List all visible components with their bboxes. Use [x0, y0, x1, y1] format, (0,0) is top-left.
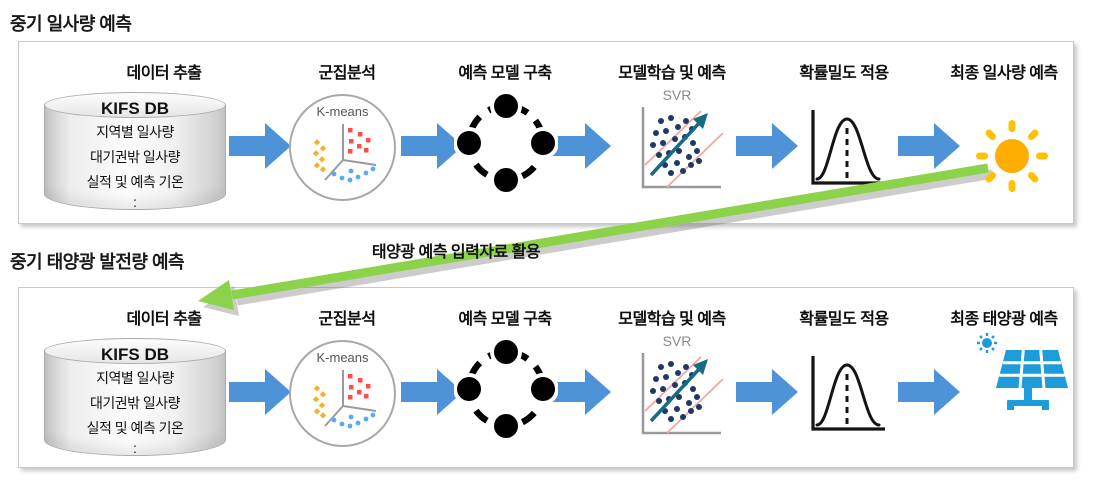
flow-arrow-icon	[736, 369, 798, 415]
step-label-probability: 확률밀도 적용	[799, 311, 889, 328]
database-cylinder: KIFS DB 지역별 일사량 대기권밖 일사량 실적 및 예측 기온 :	[44, 338, 226, 456]
svr-scatter-icon	[641, 107, 724, 189]
probability-density-icon	[811, 110, 885, 185]
database-item-ellipsis: :	[133, 440, 137, 456]
flow-arrow-icon	[229, 123, 291, 169]
model-cycle-icon	[454, 91, 558, 195]
step-label-clustering: 군집분석	[318, 311, 376, 328]
top-section-box: 데이터 추출 군집분석 예측 모델 구축 모델학습 및 예측 확률밀도 적용 최…	[18, 41, 1074, 224]
flow-arrow-icon	[229, 369, 291, 415]
step-label-clustering: 군집분석	[318, 65, 376, 82]
step-label-probability: 확률밀도 적용	[799, 65, 889, 82]
database-item: 지역별 일사량	[96, 124, 174, 140]
step-label-model-build: 예측 모델 구축	[458, 65, 552, 82]
feedback-caption: 태양광 예측 입력자료 활용	[371, 244, 541, 261]
database-item: 대기권밖 일사량	[89, 395, 181, 411]
flow-arrow-icon	[549, 369, 611, 415]
database-cylinder: KIFS DB 지역별 일사량 대기권밖 일사량 실적 및 예측 기온 :	[44, 92, 226, 210]
flow-arrow-icon	[549, 123, 611, 169]
flow-arrow-icon	[736, 123, 798, 169]
flow-arrow-icon	[401, 369, 463, 415]
svr-scatter-icon	[641, 353, 724, 435]
scatter-plot-icon	[312, 370, 376, 429]
step-label-final: 최종 일사량 예측	[950, 65, 1058, 82]
database-item: 지역별 일사량	[96, 370, 174, 386]
sun-icon	[976, 120, 1048, 192]
kmeans-cluster-icon: K-means	[289, 340, 396, 447]
scatter-plot-icon	[312, 124, 376, 183]
database-cylinder-top	[44, 338, 226, 364]
flow-arrow-icon	[401, 123, 463, 169]
step-label-final: 최종 태양광 예측	[950, 311, 1058, 328]
step-label-train-predict: 모델학습 및 예측	[618, 311, 726, 328]
kmeans-cluster-icon: K-means	[289, 94, 396, 201]
step-label-train-predict: 모델학습 및 예측	[618, 65, 726, 82]
database-item: 실적 및 예측 기온	[86, 174, 184, 190]
bottom-section-box: 데이터 추출 군집분석 예측 모델 구축 모델학습 및 예측 확률밀도 적용 최…	[18, 287, 1074, 468]
flow-arrow-icon	[898, 123, 960, 169]
solar-panel-icon	[977, 333, 1068, 410]
database-name: KIFS DB	[101, 99, 169, 118]
svr-label: SVR	[662, 87, 692, 103]
svr-training-icon: SVR	[631, 333, 724, 437]
kmeans-label: K-means	[316, 104, 369, 119]
database-name: KIFS DB	[101, 345, 169, 364]
database-item: 대기권밖 일사량	[89, 149, 181, 165]
bottom-section-title: 중기 태양광 발전량 예측	[10, 252, 185, 272]
model-cycle-icon	[454, 337, 558, 441]
top-section-title: 중기 일사량 예측	[10, 14, 132, 34]
step-label-data-extract: 데이터 추출	[126, 311, 202, 328]
step-label-data-extract: 데이터 추출	[126, 65, 202, 82]
flow-arrow-icon	[898, 369, 960, 415]
svr-label: SVR	[662, 333, 692, 349]
kmeans-label: K-means	[316, 350, 369, 365]
probability-density-icon	[811, 356, 885, 431]
database-cylinder-top	[44, 92, 226, 118]
database-cylinder-body	[44, 351, 226, 456]
svr-training-icon: SVR	[631, 87, 724, 191]
step-label-model-build: 예측 모델 구축	[458, 311, 552, 328]
database-cylinder-body	[44, 105, 226, 210]
database-item: 실적 및 예측 기온	[86, 420, 184, 436]
database-item-ellipsis: :	[133, 194, 137, 210]
